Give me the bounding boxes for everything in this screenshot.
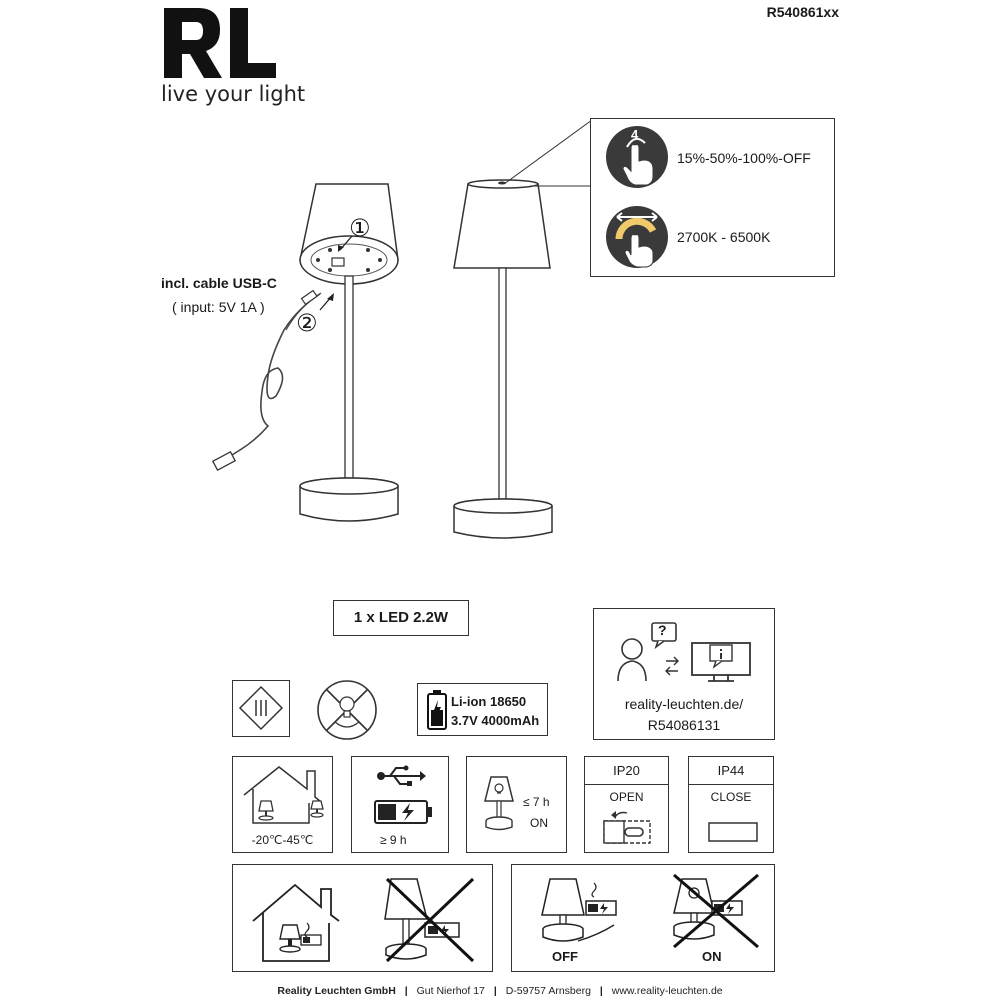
touch-steps: 4 [631, 127, 639, 142]
footer-sep-2: | [493, 985, 497, 997]
controls-box: 4 15%-50%-100%-OFF 2700K - 6500K [590, 118, 835, 277]
indoor-house-icon [243, 766, 324, 824]
cable-input: ( input: 5V 1A ) [172, 299, 265, 315]
on-label: ON [702, 949, 722, 964]
support-person-icon [617, 622, 751, 682]
ip44-label: IP44 [717, 763, 745, 778]
run-time: ≤ 7 h [523, 795, 550, 809]
footer-address: Gut Nierhof 17 [416, 985, 485, 997]
step-2-marker: ② [296, 309, 318, 337]
callout-lines [503, 119, 593, 187]
ip20-label: IP20 [613, 763, 640, 778]
led-box: 1 x LED 2.2W [333, 600, 469, 636]
temperature-box: -20℃-45℃ [232, 756, 333, 853]
indoor-charging-icon [252, 883, 340, 962]
charging-off-icon [541, 878, 617, 942]
step-1-marker: ① [349, 214, 371, 242]
battery-charging-icon [374, 800, 432, 824]
open-label: OPEN [609, 790, 644, 804]
run-state: ON [530, 816, 548, 830]
rl-logo [164, 8, 276, 78]
website-box: ? reality-leuchten.de/ R54086131 [593, 608, 775, 740]
charge-time-box: ≥ 9 h [351, 756, 449, 853]
website-code: R54086131 [647, 717, 721, 733]
color-temperature-icon [606, 206, 668, 268]
dimming-levels: 15%-50%-100%-OFF [677, 150, 811, 166]
usb-icon [377, 765, 426, 786]
off-label: OFF [552, 949, 578, 964]
footer-company: Reality Leuchten GmbH [277, 985, 396, 997]
close-label: CLOSE [710, 790, 752, 804]
led-label: 1 x LED 2.2W [353, 609, 449, 626]
no-outdoor-charging-icon [384, 877, 475, 963]
battery-spec: 3.7V 4000mAh [451, 713, 540, 728]
ip20-divider [585, 784, 668, 785]
ip20-box: IP20 OPEN [584, 756, 669, 853]
color-temp-range: 2700K - 6500K [677, 229, 771, 245]
port-closed-icon [708, 822, 758, 842]
ip44-divider [689, 784, 773, 785]
touch-dimmer-icon [606, 126, 668, 188]
charging-state-box: OFF ON [511, 864, 775, 972]
ip44-box: IP44 CLOSE [688, 756, 774, 853]
charge-time: ≥ 9 h [380, 833, 407, 847]
product-code: R540861xx [766, 4, 839, 20]
website-url: reality-leuchten.de/ [624, 696, 744, 712]
footer-sep-1: | [404, 985, 408, 997]
battery-box: Li-ion 18650 3.7V 4000mAh [417, 683, 548, 736]
battery-type: Li-ion 18650 [451, 694, 527, 709]
footer-sep-3: | [599, 985, 603, 997]
footer-web: www.reality-leuchten.de [611, 985, 723, 997]
footer: Reality Leuchten GmbH | Gut Nierhof 17 |… [0, 985, 1000, 997]
temperature-range: -20℃-45℃ [251, 833, 314, 847]
cable-title: incl. cable USB-C [161, 275, 277, 291]
footer-city: D-59757 Arnsberg [505, 985, 591, 997]
protection-class-iii-icon [238, 685, 284, 731]
no-led-replace-icon [317, 680, 377, 740]
lamp-charging-drawing [211, 183, 399, 522]
class-iii-box [232, 680, 290, 737]
port-open-icon [603, 811, 651, 844]
lamp-on-icon [484, 776, 514, 831]
tagline: live your light [161, 82, 306, 106]
charging-on-forbidden-icon [673, 873, 759, 949]
lamp-drawing [453, 179, 553, 539]
question-mark: ? [658, 622, 667, 638]
battery-icon [427, 690, 447, 730]
run-time-box: ≤ 7 h ON [466, 756, 567, 853]
indoor-use-box [232, 864, 493, 972]
